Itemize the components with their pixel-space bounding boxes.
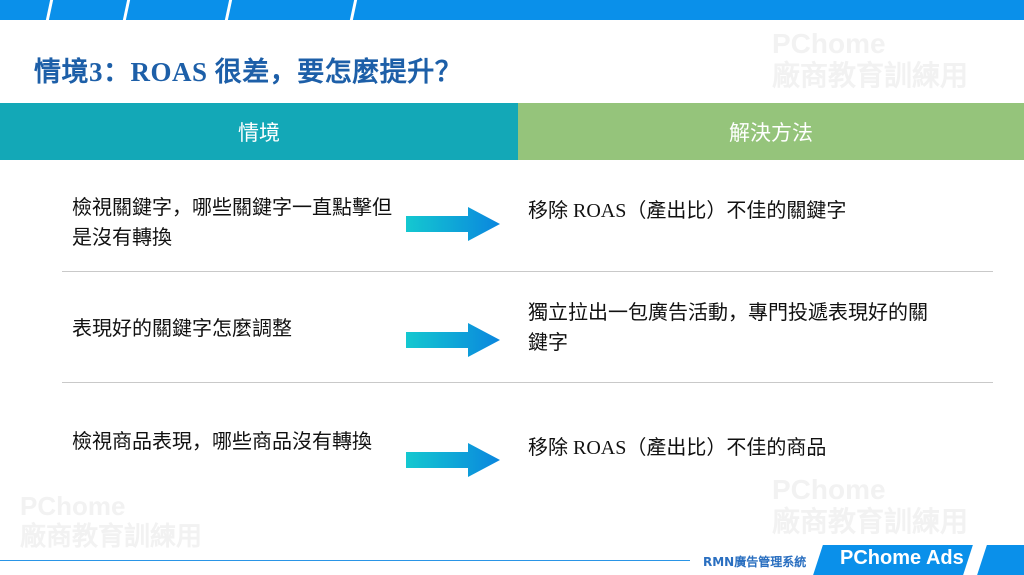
banner-separator [122, 0, 131, 20]
arrow-right-icon [406, 323, 500, 357]
solution-cell: 獨立拉出一包廣告活動，專門投遞表現好的關鍵字 [528, 302, 928, 354]
top-banner [0, 0, 1024, 20]
situation-cell: 檢視關鍵字，哪些關鍵字一直點擊但是沒有轉換 [72, 197, 392, 249]
brand-banner-tail [977, 545, 1024, 575]
row-divider [62, 271, 993, 272]
arrow-right-icon [406, 207, 500, 241]
solution-cell: 移除 ROAS（產出比）不佳的關鍵字 [528, 200, 847, 222]
situation-cell: 表現好的關鍵字怎麼調整 [72, 318, 292, 340]
solution-cell: 移除 ROAS（產出比）不佳的商品 [528, 437, 827, 459]
row-divider [62, 382, 993, 383]
situation-cell: 檢視商品表現，哪些商品沒有轉換 [72, 431, 372, 453]
pchome-ads-logo: PChome Ads [840, 547, 964, 569]
arrow-right-icon [406, 443, 500, 477]
footer-line [0, 560, 690, 561]
header-solution: 解決方法 [518, 103, 1024, 160]
rmn-label: RMN廣告管理系統 [703, 555, 807, 569]
slide-title: 情境3：ROAS 很差，要怎麼提升？ [34, 57, 463, 87]
banner-separator [349, 0, 358, 20]
banner-separator [224, 0, 233, 20]
banner-separator [45, 0, 54, 20]
header-situation: 情境 [0, 103, 518, 160]
